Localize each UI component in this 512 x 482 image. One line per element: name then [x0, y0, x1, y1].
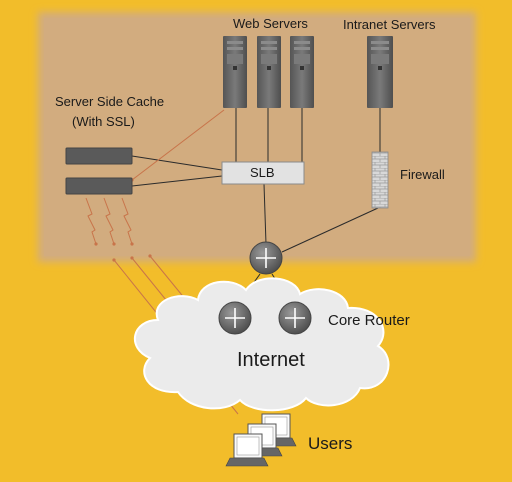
ssl-zigzag-1 [85, 197, 97, 245]
tower-server-icon [257, 36, 281, 108]
users-label: Users [308, 434, 353, 453]
link-firewall-router [281, 207, 379, 253]
slb-label: SLB [250, 165, 275, 180]
core-router-left [218, 301, 252, 335]
brick-wall-icon [371, 151, 389, 209]
cache-label-line2: (With SSL) [72, 114, 135, 129]
core-router-right [278, 301, 312, 335]
user-laptop-1 [225, 433, 269, 467]
cache-appliance-1 [65, 147, 133, 165]
link-cache1-slb [131, 155, 223, 171]
tower-server-icon [223, 36, 247, 108]
network-links [131, 108, 381, 303]
core-router-label: Core Router [328, 312, 410, 329]
web-server-1 [223, 36, 247, 108]
web-server-2 [257, 36, 281, 108]
intranet-server [367, 36, 393, 108]
ssl-zigzag-2 [103, 197, 115, 245]
edge-router [249, 241, 283, 275]
web-server-3 [290, 36, 314, 108]
tower-server-icon [367, 36, 393, 108]
internet-cloud [133, 277, 390, 412]
slb-box [221, 161, 305, 185]
ssl-zigzag-3 [121, 197, 133, 245]
cache-appliance-2 [65, 177, 133, 195]
intranet-servers-label: Intranet Servers [343, 17, 436, 32]
ssl-link-web [131, 109, 225, 181]
cache-label-line1: Server Side Cache [55, 94, 165, 109]
web-servers-label: Web Servers [233, 16, 308, 31]
link-slb-router [263, 183, 267, 245]
link-cache2-slb [131, 175, 223, 187]
tower-server-icon [290, 36, 314, 108]
firewall-label: Firewall [400, 167, 445, 182]
internet-label: Internet [237, 349, 305, 371]
